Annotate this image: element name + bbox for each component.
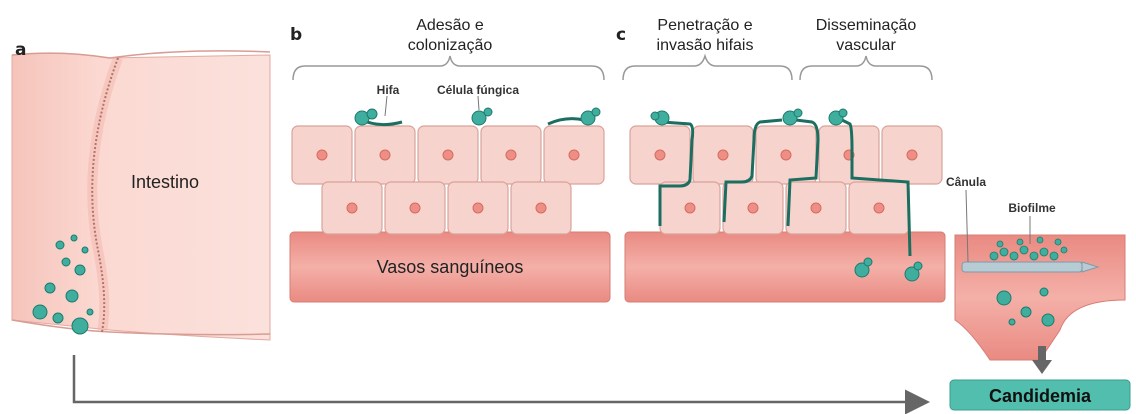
- intestine-tube: [12, 53, 270, 340]
- intestine-panel: [12, 51, 270, 340]
- biofilm-label: Biofilme: [1008, 201, 1056, 215]
- blood-vessel-c: [625, 232, 945, 302]
- cannula-label: Cânula: [946, 175, 986, 189]
- fungal-cell-label: Célula fúngica: [437, 83, 519, 97]
- blood-vessels-label: Vasos sanguíneos: [377, 257, 524, 277]
- dissemination-title-line2: vascular: [836, 37, 896, 54]
- penetration-title-line1: Penetração e: [657, 17, 752, 34]
- cannula-panel: [955, 190, 1125, 360]
- adhesion-bracket: [293, 56, 604, 80]
- intestine-label: Intestino: [131, 172, 199, 192]
- penetration-bracket: [623, 56, 792, 80]
- adhesion-title-line1: Adesão e: [416, 17, 484, 34]
- adhesion-title-line2: colonização: [408, 37, 493, 54]
- panel-label-b: b: [290, 25, 302, 45]
- epithelial-cells-b: [292, 126, 604, 234]
- dissemination-title-line1: Disseminação: [816, 17, 917, 34]
- penetration-title-line2: invasão hifais: [657, 37, 754, 54]
- panel-label-c: c: [616, 25, 626, 45]
- candidemia-label: Candidemia: [989, 386, 1092, 406]
- cannula-tube: [962, 262, 1082, 272]
- hypha-label: Hifa: [377, 83, 400, 97]
- fungal-cells-b: [355, 108, 600, 125]
- dissemination-bracket: [800, 56, 932, 80]
- invasion-panel: [623, 56, 945, 302]
- panel-label-a: a: [15, 40, 26, 60]
- flow-arrow-gut-to-candidemia: [74, 355, 925, 402]
